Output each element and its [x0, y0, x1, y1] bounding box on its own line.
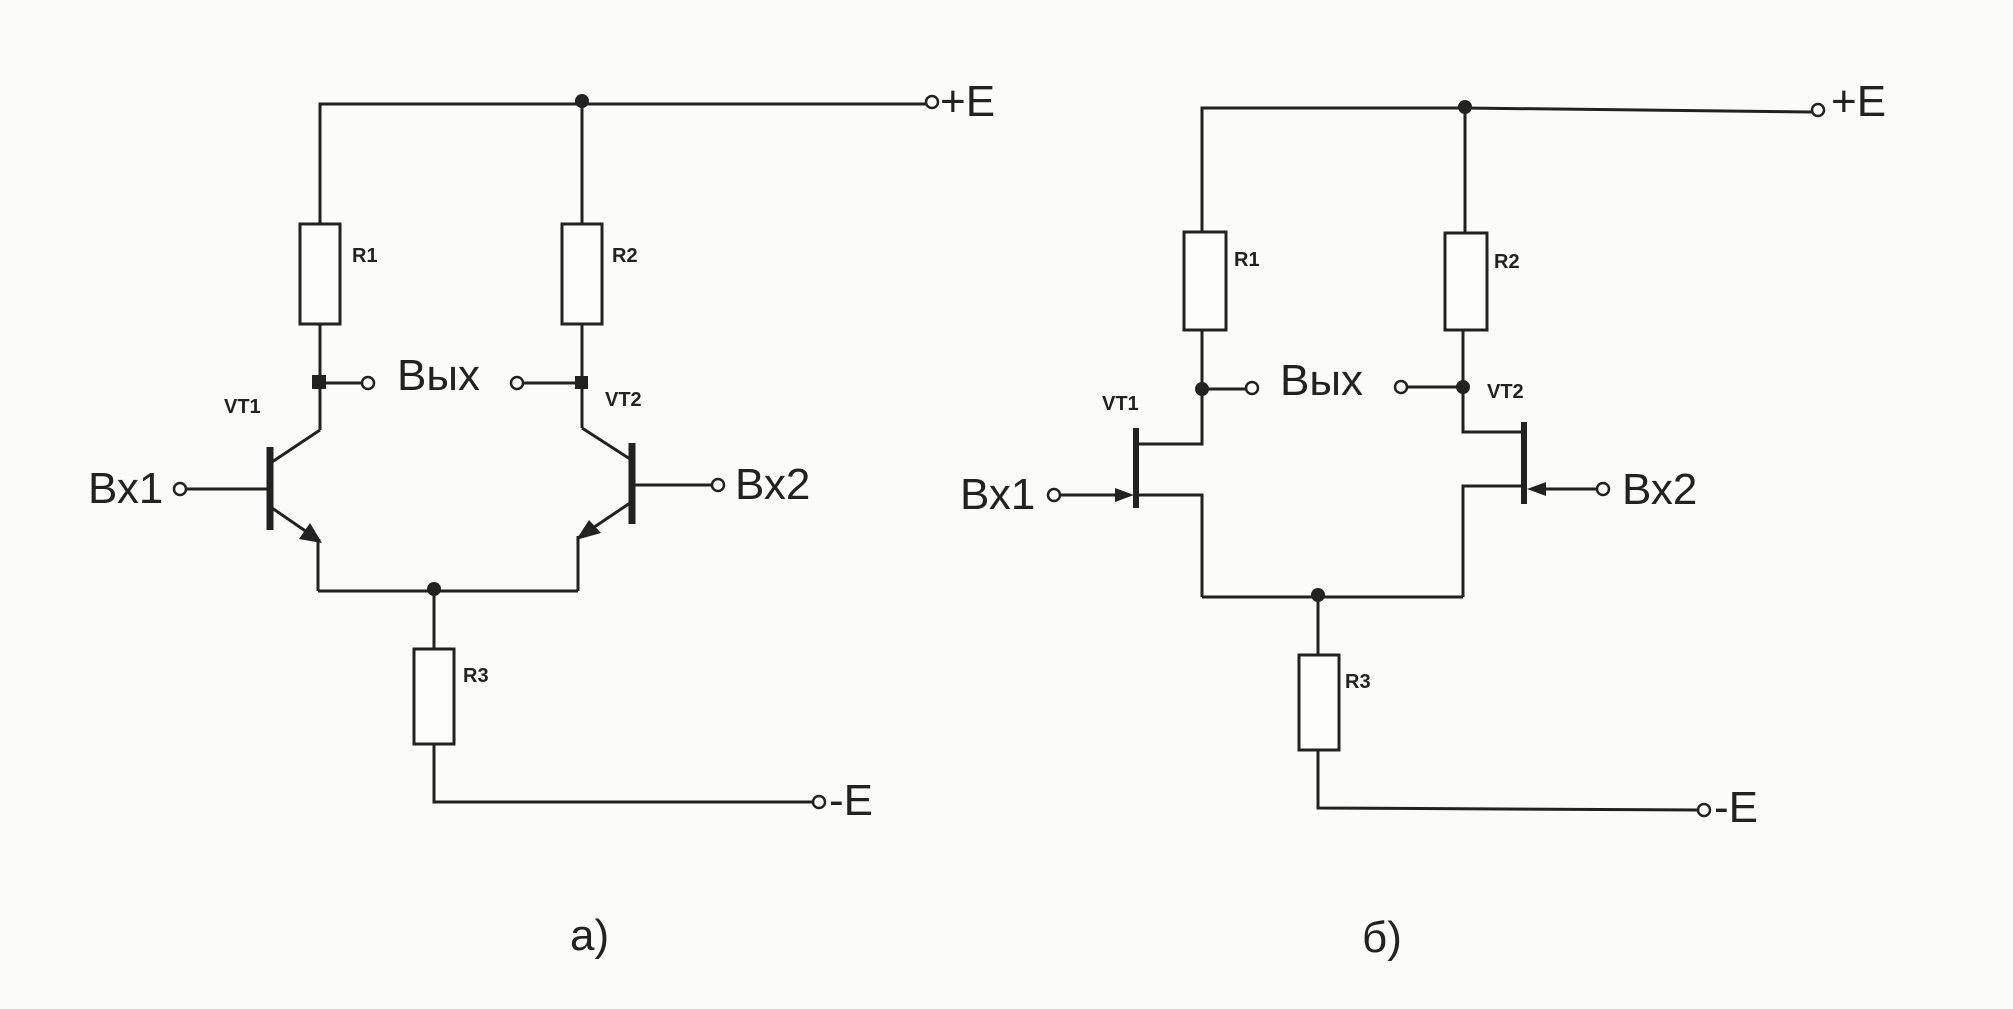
- supply-neg-terminal[interactable]: [811, 794, 827, 810]
- vt2-source: [1461, 484, 1521, 597]
- vt1-drain: [1139, 389, 1204, 446]
- r3-label: R3: [463, 665, 489, 687]
- vt1-emitter-arrow: [299, 523, 322, 543]
- positive-supply-rail: [1200, 106, 1813, 232]
- supply-neg-terminal[interactable]: [1696, 802, 1712, 818]
- resistor-r1: [298, 222, 342, 326]
- vt1-label: VT1: [1102, 393, 1139, 415]
- vt2-emitter-arrow: [576, 520, 601, 540]
- junction-dot: [1311, 588, 1325, 602]
- output-terminal-1[interactable]: [360, 375, 376, 391]
- vt1-gate-arrow: [1115, 488, 1134, 502]
- vt1-source: [1139, 493, 1204, 597]
- input1-label: Вх1: [88, 464, 163, 513]
- r2-label: R2: [612, 245, 638, 267]
- junction-dot: [312, 375, 326, 389]
- vt2-label: VT2: [605, 389, 642, 411]
- output-terminal-1[interactable]: [1244, 380, 1260, 396]
- vt2-collector: [581, 426, 631, 461]
- output-label: Вых: [397, 351, 480, 400]
- resistor-r1: [1182, 230, 1228, 332]
- supply-neg-label: -E: [1714, 783, 1758, 832]
- r2-label: R2: [1494, 251, 1520, 273]
- diagram-b-caption: б): [1362, 913, 1402, 962]
- input2-label: Вх2: [735, 460, 810, 509]
- vt1-collector: [271, 428, 321, 464]
- input1-terminal[interactable]: [1046, 487, 1062, 503]
- supply-pos-terminal[interactable]: [924, 94, 940, 110]
- junction-dot: [427, 582, 441, 596]
- junction-dot: [1458, 100, 1472, 114]
- r3-label: R3: [1345, 671, 1371, 693]
- output-terminal-2[interactable]: [509, 375, 525, 391]
- output-terminal-2[interactable]: [1393, 379, 1409, 395]
- supply-pos-terminal[interactable]: [1810, 102, 1826, 118]
- supply-neg-label: -E: [829, 776, 873, 825]
- positive-supply-rail: [318, 102, 928, 370]
- supply-pos-label: +E: [1831, 77, 1886, 126]
- negative-supply-rail: [432, 744, 813, 804]
- diagram-a-caption: а): [570, 911, 609, 960]
- r1-label: R1: [1234, 249, 1260, 271]
- output-label: Вых: [1280, 356, 1363, 405]
- junction-dot: [575, 376, 588, 389]
- input2-label: Вх2: [1622, 465, 1697, 514]
- vt1-label: VT1: [224, 396, 261, 418]
- input2-terminal[interactable]: [710, 477, 726, 493]
- input1-terminal[interactable]: [172, 481, 188, 497]
- vt2-gate-arrow: [1527, 482, 1546, 496]
- diagram-b: +E R1 R2 Вых VT1 Вх1 VT2 Вх: [960, 77, 1886, 962]
- resistor-r3: [1297, 653, 1341, 752]
- input2-terminal[interactable]: [1595, 481, 1611, 497]
- vt2-label: VT2: [1487, 381, 1524, 403]
- input1-label: Вх1: [960, 470, 1035, 519]
- negative-supply-rail: [1316, 750, 1699, 812]
- r1-label: R1: [352, 245, 378, 267]
- resistor-r3: [412, 647, 456, 746]
- supply-pos-label: +E: [940, 77, 995, 126]
- resistor-r2: [1443, 231, 1489, 332]
- diagram-a: +E R1 R2 Вых VT1 Вх1 VT2: [88, 77, 995, 960]
- junction-dot: [575, 94, 589, 108]
- resistor-r2: [560, 222, 604, 326]
- vt2-drain: [1461, 387, 1521, 434]
